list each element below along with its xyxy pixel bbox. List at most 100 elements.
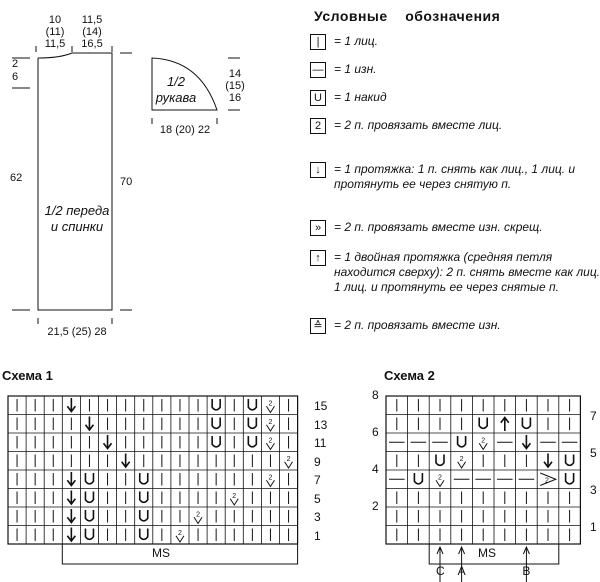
scheme1-repeat-bracket — [61, 544, 299, 565]
chart-cell — [84, 416, 95, 432]
legend-text: = 1 протяжка: 1 п. снять как лиц., 1 лиц… — [334, 162, 576, 191]
chart-cell: 2 — [540, 472, 558, 486]
svg-text:2: 2 — [196, 511, 200, 518]
scheme1-row-number: 15 — [314, 399, 328, 413]
legend-item: |= 1 лиц. — [310, 34, 600, 50]
yarn-over-icon — [478, 417, 488, 430]
scheme2-left-row-number: 8 — [372, 388, 379, 402]
chart-cell — [211, 417, 221, 430]
chart-cell — [543, 453, 553, 469]
legend-item: 2= 2 п. провязать вместе лиц. — [310, 118, 600, 134]
body-outline — [37, 52, 113, 311]
scheme1-title: Схема 1 — [2, 368, 53, 383]
chart-cell — [138, 528, 149, 541]
chart-cell — [456, 436, 467, 448]
chart-cell — [66, 472, 76, 487]
scheme2-marker-label: C — [436, 564, 445, 578]
chart-cell — [66, 398, 76, 413]
chart-cell — [500, 416, 510, 431]
chart-cell: 2 — [284, 456, 293, 469]
k2tog-icon: 2 — [284, 456, 293, 469]
shoulder-width-label: 11,5(14)16,5 — [81, 14, 103, 50]
chart-cell: 2 — [457, 456, 467, 469]
chart-cell: 2 — [175, 530, 185, 543]
svg-text:2: 2 — [268, 437, 272, 444]
svg-text:2: 2 — [178, 530, 182, 537]
chart-cell — [564, 454, 575, 467]
chart-cell: 2 — [266, 437, 275, 451]
scheme2-left-row-number: 6 — [372, 425, 379, 439]
k2tog-icon: 2 — [266, 474, 275, 488]
legend-item: — = 1 изн. — [310, 62, 600, 78]
legend-text: = 1 двойная протяжка (средняя петля нахо… — [334, 250, 600, 294]
svg-text:2: 2 — [545, 477, 549, 484]
legend-text: = 2 п. провязать вместе лиц. — [334, 118, 503, 132]
scheme1-row-number: 9 — [314, 454, 321, 469]
scheme1-row-number: 7 — [314, 473, 321, 487]
yarn-over-icon — [138, 510, 149, 522]
legend-item: »= 2 п. провязать вместе изн. скрещ. — [310, 220, 600, 236]
yarn-over-icon — [247, 436, 258, 448]
skp-icon — [521, 435, 532, 450]
yarn-over-icon — [84, 510, 95, 522]
chart-cell: 2 — [435, 474, 445, 488]
chart-cell — [84, 473, 95, 485]
p2tog-crossed-icon: 2 — [540, 472, 558, 486]
sleeve-height-label: 14(15)16 — [225, 68, 245, 104]
legend-title: Условные обозначения — [314, 8, 501, 24]
scheme2-title: Схема 2 — [384, 368, 435, 383]
chart-cell — [478, 417, 488, 430]
chart-cell: 2 — [193, 511, 203, 525]
yarn-over-icon — [84, 528, 95, 541]
sleeve-width-label: 18 (20) 22 — [159, 124, 211, 136]
skp-icon — [66, 490, 76, 506]
skp-icon — [84, 416, 95, 432]
yarn-over-icon — [138, 491, 149, 504]
skp-icon — [121, 453, 131, 469]
chart-cell: 2 — [266, 400, 275, 414]
k2tog-icon: 2 — [457, 456, 467, 469]
yarn-over-icon — [435, 454, 445, 467]
chart-cell: 2 — [229, 493, 239, 506]
legend-text: = 1 изн. — [334, 62, 377, 76]
yarn-over-icon — [138, 473, 149, 485]
yarn-over-icon — [564, 473, 575, 485]
svg-text:2: 2 — [481, 437, 485, 444]
p2tog-crossed-icon: » — [310, 220, 326, 236]
chart-cell — [211, 436, 221, 448]
legend-item: ≙= 2 п. провязать вместе изн. — [310, 318, 600, 334]
skp-icon: ↓ — [310, 162, 326, 178]
bottom-width-label: 21,5 (25) 28 — [47, 326, 107, 338]
scheme2-right-row-number: 5 — [590, 445, 597, 460]
scheme2-repeat-label: MS — [478, 546, 496, 560]
k2tog-icon: 2 — [175, 530, 185, 543]
skp-icon — [66, 398, 76, 413]
yarn-over-icon — [138, 528, 149, 541]
chart-cell — [521, 417, 532, 430]
svg-text:2: 2 — [268, 419, 272, 426]
k2tog-icon: 2 — [266, 419, 275, 432]
p2tog-icon: ≙ — [310, 318, 326, 334]
scheme2-left-row-number: 2 — [372, 499, 379, 513]
chart-cell — [84, 510, 95, 522]
k2tog-icon: 2 — [435, 474, 445, 488]
skp-icon — [102, 435, 113, 450]
knit-stitch-icon: | — [310, 34, 326, 50]
chart-cell — [413, 473, 424, 485]
scheme2-right-row-number: 7 — [590, 408, 597, 423]
neck-width-label: 10(11)11,5 — [44, 14, 66, 50]
legend-item: ↓ = 1 протяжка: 1 п. снять как лиц., 1 ли… — [310, 162, 600, 192]
chart-cell: 2 — [266, 474, 275, 488]
purl-stitch-icon: — — [310, 62, 326, 78]
chart-cell — [521, 435, 532, 450]
legend-item: ↑= 1 двойная протяжка (средняя петля нах… — [310, 250, 600, 295]
svg-text:2: 2 — [438, 474, 442, 481]
scheme2-right-row-number: 3 — [590, 482, 597, 497]
chart-cell — [138, 473, 149, 485]
chart-cell — [211, 399, 221, 411]
k2tog-icon: 2 — [266, 400, 275, 414]
scheme2-right-row-number: 1 — [590, 519, 597, 534]
svg-text:2: 2 — [287, 456, 291, 463]
